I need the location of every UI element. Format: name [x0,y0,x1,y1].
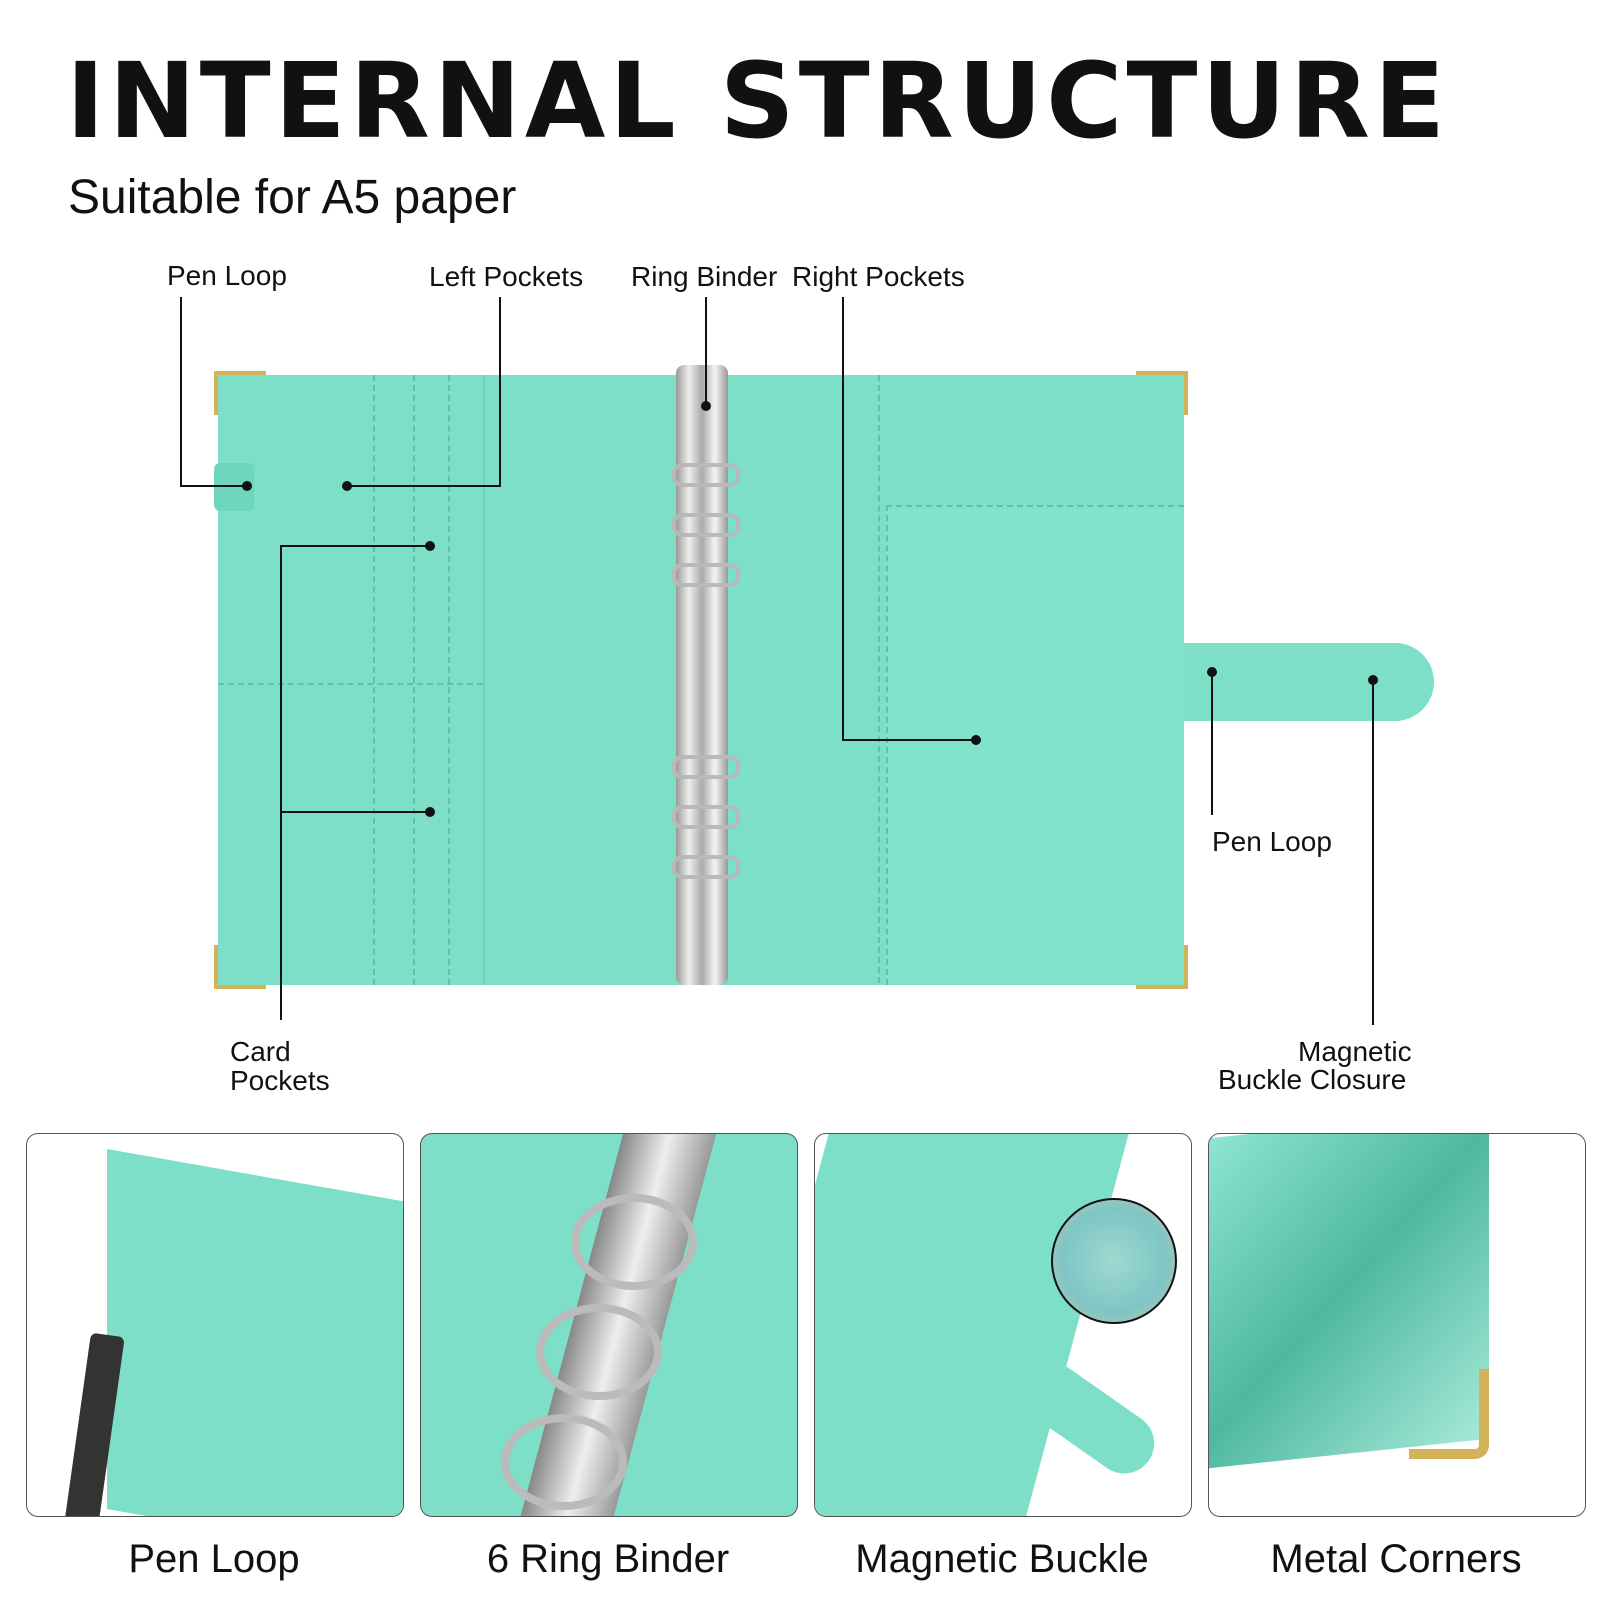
card-pocket [373,375,375,985]
left-cover [218,375,693,985]
binder-closeup [107,1149,403,1516]
caption-pen-loop: Pen Loop [128,1537,300,1581]
panel-pen-loop [26,1133,404,1517]
right-pocket-inner [886,505,1184,985]
panel-magnetic-buckle [814,1133,1192,1517]
ring [672,563,740,587]
caption-magnetic-buckle: Magnetic Buckle [855,1537,1149,1581]
ring [536,1304,662,1400]
horizontal-stitch [218,683,483,685]
label-pen-loop-right: Pen Loop [1212,826,1332,857]
ring [672,755,740,779]
ring [672,463,740,487]
label-card-pockets: Card Pockets [230,1036,330,1096]
label-left-pockets: Left Pockets [429,261,584,292]
card-pocket [448,375,450,985]
caption-ring-binder: 6 Ring Binder [486,1537,730,1581]
label-magnetic-2: Buckle Closure [1218,1064,1407,1095]
ring-spine [676,365,728,985]
label-right-pockets: Right Pockets [792,261,965,292]
label-pen-loop-left: Pen Loop [167,260,287,291]
ring [672,513,740,537]
binder-illustration [214,365,1434,989]
label-magnetic-1: Magnetic [1298,1036,1412,1067]
ring [571,1194,697,1290]
panel-ring-binder [420,1133,798,1517]
caption-metal-corners: Metal Corners [1270,1537,1522,1581]
metal-corner [1136,371,1188,415]
page-title: INTERNAL STRUCTURE [66,40,1450,162]
right-pocket [878,375,1185,983]
metal-corner [1136,945,1188,989]
ring [672,855,740,879]
left-pocket [483,375,485,985]
binder-closeup [815,1134,1134,1516]
panel-metal-corners [1208,1133,1586,1517]
ring [501,1414,627,1510]
metal-corner [214,945,266,989]
card-pocket [413,375,415,985]
magnetic-strap [1184,643,1434,721]
label-ring-binder: Ring Binder [631,261,778,292]
metal-corner [1409,1369,1489,1459]
magnet-detail-circle [1051,1198,1177,1324]
metal-corner [214,371,266,415]
ring [672,805,740,829]
subtitle: Suitable for A5 paper [68,171,517,224]
